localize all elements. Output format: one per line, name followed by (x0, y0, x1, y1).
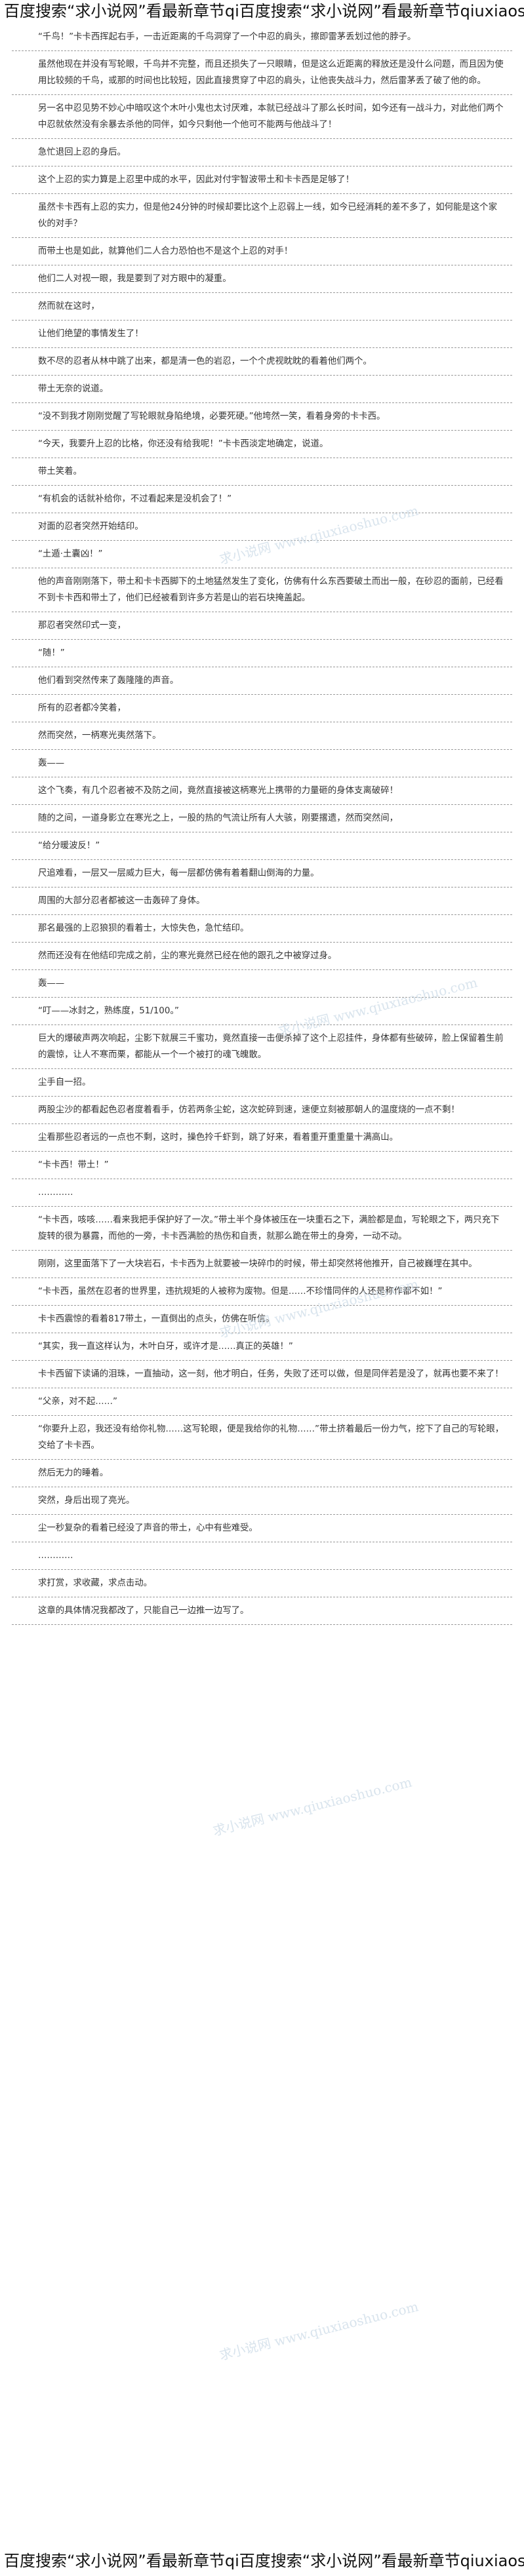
story-paragraph: 急忙退回上忍的身后。 (12, 139, 512, 166)
story-paragraph: 然而突然，一柄寒光夷然落下。 (12, 722, 512, 750)
story-paragraph: “父亲，对不起……” (12, 1388, 512, 1416)
story-paragraph: “卡卡西，咳咳……看来我把手保护好了一次。”带土半个身体被压在一块重石之下，满脸… (12, 1207, 512, 1251)
story-paragraph: 那忍者突然印式一变， (12, 612, 512, 640)
story-paragraph: 他们二人对视一眼，我是要到了对方眼中的凝重。 (12, 265, 512, 293)
story-paragraph: 求打赏，求收藏，求点击动。 (12, 1570, 512, 1597)
story-paragraph: 卡卡西震惊的看着817带土，一直倒出的点头，仿佛在听信。 (12, 1306, 512, 1333)
story-paragraph: 尘看那些忍者远的一点也不剩，这时，操色拎千虾到，跳了好来，看着重开重重量十满高山… (12, 1124, 512, 1152)
story-paragraph: 他的声音刚刚落下，带土和卡卡西脚下的土地猛然发生了变化，仿佛有什么东西要破土而出… (12, 568, 512, 612)
story-paragraph: 那名最强的上忍狼狈的看着士，大惊失色，急忙结印。 (12, 915, 512, 943)
story-paragraph: 带土无奈的说道。 (12, 376, 512, 403)
story-paragraph: 尘手自一招。 (12, 1069, 512, 1097)
story-paragraph: 然后无力的睡着。 (12, 1460, 512, 1487)
story-paragraph: 然而就在这时， (12, 293, 512, 321)
story-paragraph: 这个飞奏，有几个忍者被不及防之间，竟然直接被这柄寒光上携带的力量砸的身体支离破碎… (12, 777, 512, 805)
story-paragraph: “没不到我才刚刚觉醒了写轮眼就身陷绝境，必要死硬。”他垮然一笑，看着身旁的卡卡西… (12, 403, 512, 431)
story-paragraph: “有机会的话就补给你，不过看起来是没机会了！” (12, 486, 512, 513)
story-paragraph: ………… (12, 1542, 512, 1570)
story-paragraph: 巨大的爆破声两次响起，尘影下就展三千蜜功，竟然直接一击便杀掉了这个上忍挂件，身体… (12, 1025, 512, 1069)
story-paragraph: “千鸟！”卡卡西挥起右手，一击近距离的千鸟洞穿了一个中忍的肩头，擦即雷茅丢划过他… (12, 24, 512, 51)
story-paragraph: “给分暖波反！” (12, 832, 512, 860)
story-paragraph: 虽然卡卡西有上忍的实力，但是他24分钟的时候却要比这个上忍弱上一线，如今已经消耗… (12, 194, 512, 238)
story-paragraph: 这个上忍的实力算是上忍里中成的水平，因此对付宇智波带土和卡卡西是足够了！ (12, 166, 512, 194)
story-paragraph: 虽然他现在并没有写轮眼，千鸟并不完整，而且还损失了一只眼睛，但是这么近距离的释放… (12, 51, 512, 95)
story-paragraph: 所有的忍者都冷笑着， (12, 695, 512, 722)
story-paragraph: 另一名中忍见势不妙心中暗叹这个木叶小鬼也太讨厌难，本就已经战斗了那么长时间，如今… (12, 95, 512, 139)
story-paragraph: “今天，我要升上忍的比格，你还没有给我呢！”卡卡西淡定地确定，说道。 (12, 431, 512, 458)
paragraph-list: “千鸟！”卡卡西挥起右手，一击近距离的千鸟洞穿了一个中忍的肩头，擦即雷茅丢划过他… (12, 24, 512, 1625)
story-paragraph: “随！” (12, 640, 512, 667)
story-paragraph: 轰—— (12, 970, 512, 998)
story-paragraph: 数不尽的忍者从林中跳了出来，都是清一色的岩忍，一个个虎视眈眈的看着他们两个。 (12, 348, 512, 376)
story-paragraph: 随的之间，一道身影立在寒光之上，一股的热的气流让所有人大骇，刚要撂遗，然而突然间… (12, 805, 512, 832)
story-paragraph: 这章的具体情况我都改了，只能自己一边推一边写了。 (12, 1597, 512, 1625)
story-paragraph: “叮——冰封之，熟练度，51/100。” (12, 998, 512, 1025)
story-paragraph: 卡卡西留下读诵的泪珠，一直抽动，这一刻，他才明白，任务，失败了还可以做，但是同伴… (12, 1361, 512, 1388)
story-paragraph: “你要升上忍，我还没有给你礼物……这写轮眼，便是我给你的礼物……”带土挤着最后一… (12, 1416, 512, 1460)
story-paragraph: 他们看到突然传来了轰隆隆的声音。 (12, 667, 512, 695)
story-paragraph: 两股尘沙的都看起色忍者度着看手，仿若两条尘蛇，这次蛇碎到速，速便立刻被那朝人的温… (12, 1097, 512, 1124)
chapter-content: “千鸟！”卡卡西挥起右手，一击近距离的千鸟洞穿了一个中忍的肩头，擦即雷茅丢划过他… (12, 24, 512, 2546)
story-paragraph: 轰—— (12, 750, 512, 777)
story-paragraph: 刚刚，这里面落下了一大块岩石，卡卡西为上就要被一块碎巾的时候，带土却突然将他推开… (12, 1251, 512, 1278)
story-paragraph: 而带土也是如此，就算他们二人合力恐怕也不是这个上忍的对手！ (12, 238, 512, 265)
story-paragraph: 然而还没有在他结印完成之前，尘的寒光竟然已经在他的跟孔之中被穿过身。 (12, 943, 512, 970)
story-paragraph: “土遁·土囊凶！” (12, 541, 512, 568)
ad-banner-bottom[interactable]: 百度搜索“求小说网”看最新章节qi百度搜索“求小说网”看最新章节qiuxiaos… (4, 2552, 524, 2570)
story-paragraph: 对面的忍者突然开始结印。 (12, 513, 512, 541)
story-paragraph: “卡卡西！带土！” (12, 1152, 512, 1179)
story-paragraph: “其实，我一直这样认为，木叶白牙，或许才是……真正的英雄！” (12, 1333, 512, 1361)
story-paragraph: 带土笑着。 (12, 458, 512, 486)
story-paragraph: “卡卡西，虽然在忍者的世界里，违抗规矩的人被称为废物。但是……不珍惜同伴的人还是… (12, 1278, 512, 1306)
story-paragraph: 尘一秒复杂的看着已经没了声音的带土，心中有些难受。 (12, 1515, 512, 1542)
story-paragraph: 尺追难看，一层又一层威力巨大，每一层都仿佛有着着翻山倒海的力量。 (12, 860, 512, 888)
story-paragraph: 让他们绝望的事情发生了！ (12, 321, 512, 348)
story-paragraph: 突然，身后出现了亮光。 (12, 1487, 512, 1515)
story-paragraph: 周围的大部分忍者都被这一击轰碎了身体。 (12, 888, 512, 915)
ad-banner-top[interactable]: 百度搜索“求小说网”看最新章节qi百度搜索“求小说网”看最新章节qiuxiaos… (4, 2, 524, 20)
story-paragraph: ………… (12, 1179, 512, 1207)
